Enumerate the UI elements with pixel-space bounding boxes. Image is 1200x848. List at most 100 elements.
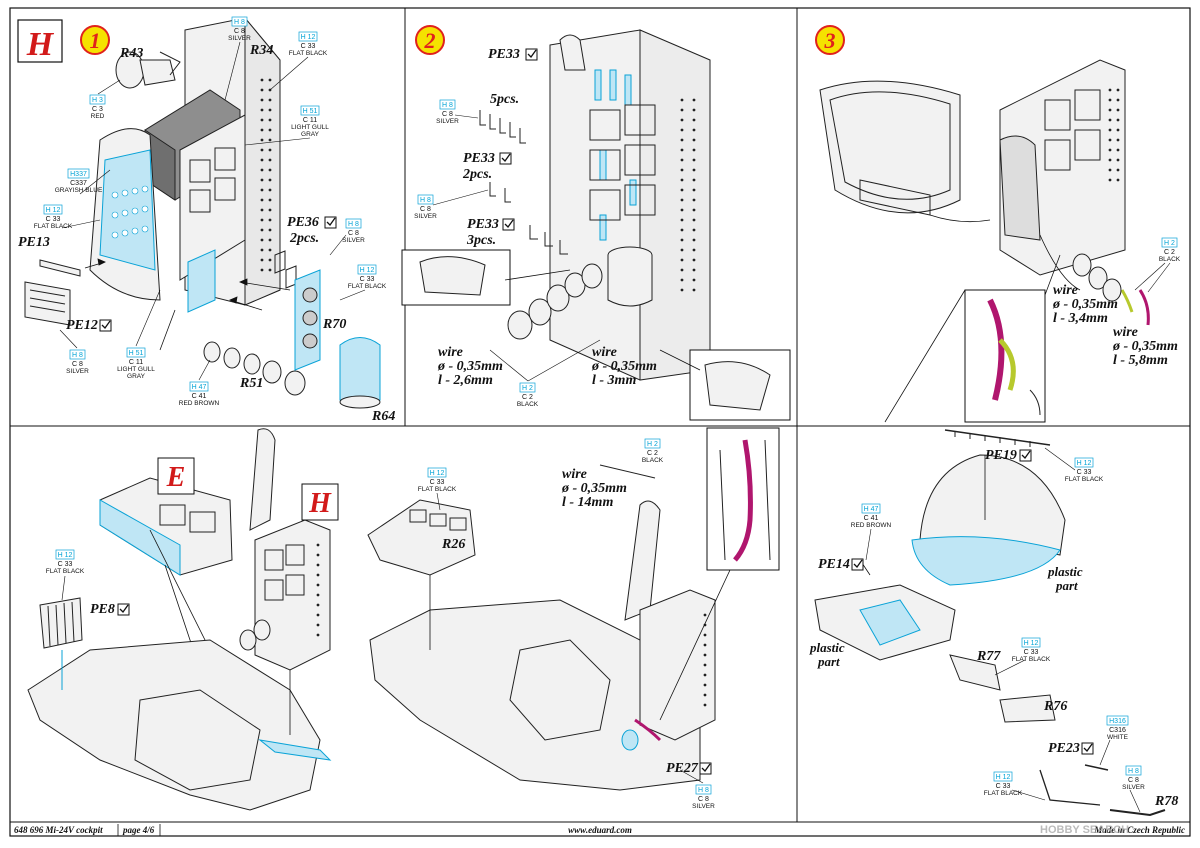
- svg-text:WHITE: WHITE: [1107, 734, 1129, 741]
- label-r43: R43: [119, 46, 143, 61]
- svg-text:ø - 0,35mm: ø - 0,35mm: [561, 481, 627, 496]
- svg-text:C 11: C 11: [303, 117, 317, 124]
- label-r77: R77: [976, 649, 1001, 664]
- svg-text:RED BROWN: RED BROWN: [179, 400, 220, 407]
- svg-text:H 12: H 12: [996, 774, 1011, 781]
- wire-note-1: wire ø - 0,35mm l - 2,6mm: [437, 345, 503, 388]
- callout-h12-s1b: H 12 C 33 FLAT BLACK: [34, 204, 73, 230]
- callout-h12-s6a: H 12 C 33 FLAT BLACK: [1065, 457, 1104, 483]
- svg-text:1: 1: [90, 28, 101, 53]
- svg-text:C 8: C 8: [72, 361, 83, 368]
- svg-text:BLACK: BLACK: [517, 401, 539, 408]
- svg-text:C 2: C 2: [522, 394, 533, 401]
- svg-text:H 2: H 2: [647, 441, 658, 448]
- svg-text:plastic: plastic: [1047, 564, 1083, 579]
- callout-h12-s4-leader: [61, 575, 66, 601]
- svg-text:C 33: C 33: [58, 561, 73, 568]
- watermark: HOBBY SEARCH: [1040, 824, 1129, 836]
- svg-text:C 11: C 11: [129, 359, 143, 366]
- svg-text:C 33: C 33: [301, 43, 316, 50]
- assembly-e-art: [27, 428, 332, 811]
- callout-h12-s1c: H 12 C 33 FLAT BLACK: [348, 264, 387, 290]
- svg-text:H 8: H 8: [420, 197, 431, 204]
- pe14-check: [851, 558, 864, 571]
- callout-h8-s5: H 8 C 8 SILVER: [692, 784, 715, 810]
- svg-text:C 8: C 8: [442, 111, 453, 118]
- svg-text:part: part: [817, 654, 840, 669]
- label-pe33-c: PE33: [467, 217, 499, 232]
- svg-text:H 12: H 12: [1024, 640, 1039, 647]
- svg-text:SILVER: SILVER: [692, 803, 715, 810]
- svg-text:LIGHT GULL: LIGHT GULL: [117, 366, 155, 373]
- label-pe36: PE36: [287, 215, 319, 230]
- label-r26: R26: [441, 537, 465, 552]
- canopy-art: [814, 429, 1166, 817]
- label-plastic-part-a: plastic part: [1047, 564, 1083, 593]
- svg-text:BLACK: BLACK: [1159, 256, 1181, 263]
- svg-text:H 47: H 47: [864, 506, 879, 513]
- svg-text:C 33: C 33: [1024, 649, 1039, 656]
- callout-h8-s6: H 8 C 8 SILVER: [1122, 765, 1145, 791]
- svg-text:H 3: H 3: [92, 97, 103, 104]
- pe33c-check: [502, 218, 515, 231]
- label-pe27: PE27: [666, 761, 699, 776]
- svg-text:ø - 0,35mm: ø - 0,35mm: [591, 359, 657, 374]
- svg-text:C337: C337: [70, 180, 87, 187]
- wire-note-2: wire ø - 0,35mm l - 3mm: [591, 345, 657, 388]
- svg-text:C 33: C 33: [360, 276, 375, 283]
- svg-text:H316: H316: [1109, 718, 1126, 725]
- callout-h8-s2: H 8 C 8 SILVER: [436, 99, 459, 125]
- svg-text:FLAT BLACK: FLAT BLACK: [46, 568, 85, 575]
- step2-panel-art: [401, 29, 791, 421]
- wire-note-5: wire ø - 0,35mm l - 14mm: [561, 467, 627, 510]
- svg-text:H337: H337: [70, 171, 87, 178]
- svg-text:C 33: C 33: [430, 479, 445, 486]
- callout-h12-s4: H 12 C 33 FLAT BLACK: [46, 549, 85, 575]
- svg-text:GRAYISH BLUE: GRAYISH BLUE: [55, 187, 103, 194]
- pe33a-check: [525, 48, 538, 61]
- step2-callout-leaders: [432, 114, 601, 382]
- pe33b-check: [499, 152, 512, 165]
- svg-text:H 8: H 8: [1128, 768, 1139, 775]
- svg-text:SILVER: SILVER: [228, 35, 251, 42]
- svg-text:GRAY: GRAY: [301, 131, 320, 138]
- callout-h12-s6c: H 12 C 33 FLAT BLACK: [984, 771, 1023, 797]
- callout-h316-s6: H316 C316 WHITE: [1106, 715, 1129, 741]
- step1-callout-leaders: [59, 41, 366, 381]
- svg-text:H 8: H 8: [72, 352, 83, 359]
- svg-text:C 33: C 33: [996, 783, 1011, 790]
- svg-text:wire: wire: [438, 345, 463, 360]
- svg-text:SILVER: SILVER: [66, 368, 89, 375]
- svg-text:H 51: H 51: [129, 350, 144, 357]
- pe23-check: [1081, 742, 1094, 755]
- callout-h51-s1b: H 51 C 11 LIGHT GULL GRAY: [117, 347, 155, 380]
- svg-text:C 41: C 41: [864, 515, 879, 522]
- svg-text:2: 2: [424, 28, 436, 53]
- label-pe33-b-qty: 2pcs.: [462, 167, 492, 182]
- svg-text:FLAT BLACK: FLAT BLACK: [1065, 476, 1104, 483]
- svg-text:H 12: H 12: [360, 267, 375, 274]
- svg-text:H 12: H 12: [46, 207, 61, 214]
- label-pe8: PE8: [90, 602, 115, 617]
- label-r70: R70: [322, 317, 346, 332]
- step6-callout-leaders: [865, 447, 1141, 813]
- footer-page: page 4/6: [122, 825, 155, 835]
- svg-text:C 3: C 3: [92, 106, 103, 113]
- footer-code: 648 696 Mi-24V cockpit: [14, 825, 103, 835]
- callout-h2-s5: H 2 C 2 BLACK: [642, 438, 664, 464]
- wire-note-3: wire ø - 0,35mm l - 3,4mm: [1052, 283, 1118, 326]
- svg-text:H 2: H 2: [522, 385, 533, 392]
- svg-text:H: H: [26, 26, 55, 63]
- svg-text:H 8: H 8: [234, 19, 245, 26]
- svg-text:H 12: H 12: [430, 470, 445, 477]
- step5-callout-leaders: [436, 492, 704, 784]
- callout-h2-s3: H 2 C 2 BLACK: [1159, 237, 1181, 263]
- label-pe19: PE19: [985, 448, 1017, 463]
- svg-text:H 2: H 2: [1164, 240, 1175, 247]
- svg-text:wire: wire: [1053, 283, 1078, 298]
- svg-text:H 12: H 12: [1077, 460, 1092, 467]
- svg-text:ø - 0,35mm: ø - 0,35mm: [1112, 339, 1178, 354]
- insert-letter-h: H: [301, 483, 339, 521]
- svg-text:GRAY: GRAY: [127, 373, 146, 380]
